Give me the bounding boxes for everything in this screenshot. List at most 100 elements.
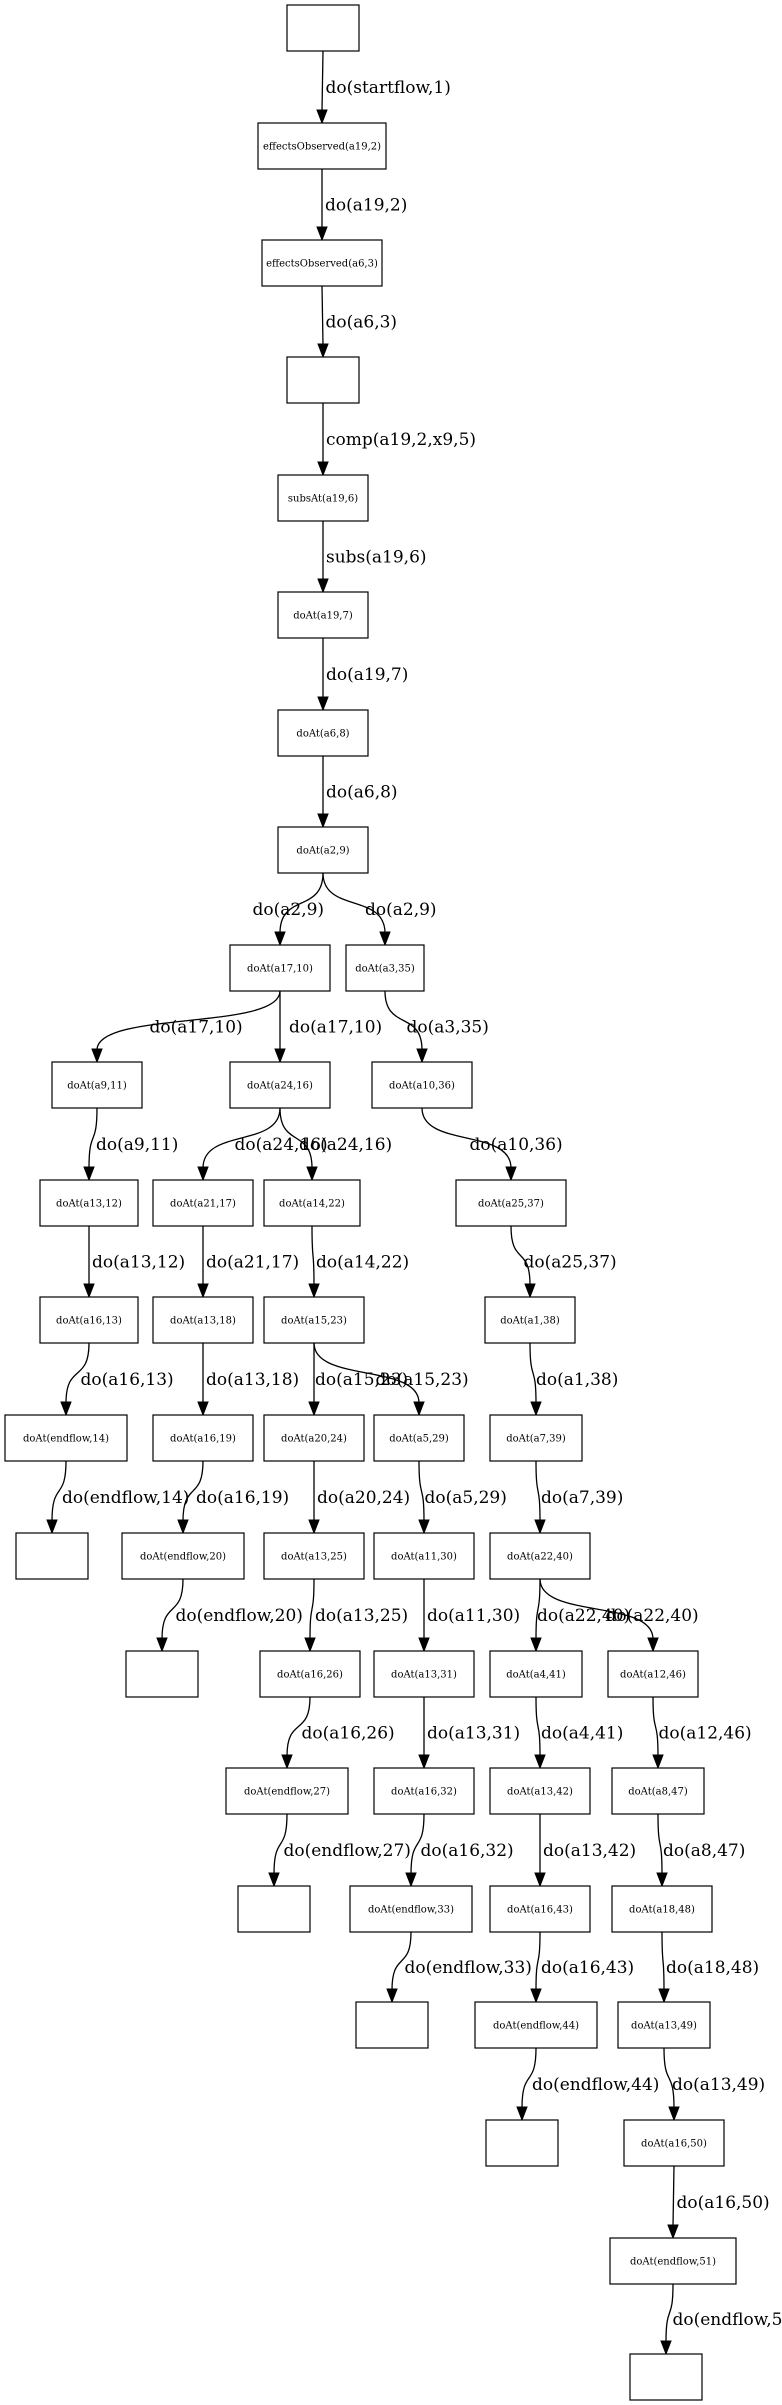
state-node: doAt(a15,23) <box>263 1296 365 1344</box>
node-box <box>263 1414 365 1462</box>
arrowhead-icon <box>274 1048 286 1064</box>
node-label: doAt(endflow,27) <box>244 1787 330 1798</box>
empty-state-node <box>15 1532 89 1580</box>
edge-n13-n17: do(a13,12) <box>83 1226 185 1299</box>
edge-n6-n7: do(a6,8) <box>317 756 398 829</box>
node-label: doAt(a15,23) <box>281 1316 347 1327</box>
state-node: doAt(a2,9) <box>277 826 369 874</box>
edge-label: do(a16,43) <box>541 1958 634 1978</box>
arrowhead-icon <box>667 2224 679 2240</box>
state-node: doAt(a22,40) <box>489 1532 591 1580</box>
edge-label: do(a13,31) <box>427 1724 520 1744</box>
edge-n36-n40: do(endflow,27) <box>268 1813 411 1888</box>
arrowhead-icon <box>46 1519 58 1535</box>
node-box <box>611 1885 713 1933</box>
edge-label: do(a11,30) <box>427 1606 520 1626</box>
state-node: doAt(a18,48) <box>611 1885 713 1933</box>
arrowhead-icon <box>534 1872 546 1888</box>
edge-line <box>661 1931 665 1991</box>
arrowhead-icon <box>281 1754 293 1770</box>
node-box <box>617 2001 711 2049</box>
edge-n5-n6: do(a19,7) <box>317 638 408 712</box>
edge-line <box>539 1578 654 1640</box>
edge-label: do(a3,35) <box>407 1018 489 1038</box>
arrowhead-icon <box>316 109 328 125</box>
edge-line <box>672 2165 675 2227</box>
node-box <box>277 474 369 522</box>
node-label: doAt(a10,36) <box>389 1081 455 1092</box>
arrowhead-icon <box>524 1283 536 1299</box>
node-box <box>51 1061 143 1109</box>
edge-line <box>279 872 324 934</box>
arrowhead-icon <box>268 1872 280 1888</box>
edge-line <box>279 1107 313 1169</box>
edge-label: do(endflow,14) <box>62 1488 189 1508</box>
edge-line <box>510 1225 531 1286</box>
node-label: doAt(a13,25) <box>281 1552 347 1563</box>
edge-line <box>418 1460 425 1522</box>
node-box <box>371 1061 473 1109</box>
state-node: doAt(endflow,44) <box>474 2001 598 2049</box>
edge-label: do(a8,47) <box>663 1841 745 1861</box>
arrowhead-icon <box>177 1519 189 1535</box>
edge-label: do(endflow,27) <box>284 1841 411 1861</box>
node-label: doAt(a3,35) <box>355 964 415 975</box>
edge-label: do(startflow,1) <box>326 78 451 98</box>
edge-n34-n38: do(a4,41) <box>534 1696 623 1770</box>
state-node: subsAt(a19,6) <box>277 474 369 522</box>
arrowhead-icon <box>647 1637 659 1653</box>
edge-n14-n18: do(a21,17) <box>197 1226 299 1299</box>
state-node: doAt(a1,38) <box>484 1296 576 1344</box>
state-node: doAt(endflow,33) <box>349 1885 473 1933</box>
edge-label: do(a4,41) <box>541 1724 623 1744</box>
node-label: doAt(a16,43) <box>507 1905 573 1916</box>
edge-line <box>65 1342 90 1404</box>
edge-n7-n8: do(a2,9) <box>253 872 324 947</box>
arrowhead-icon <box>197 1166 209 1182</box>
node-label: doAt(a4,41) <box>506 1670 566 1681</box>
arrowhead-icon <box>668 2106 680 2122</box>
node-label: doAt(a22,40) <box>507 1552 573 1563</box>
node-box <box>607 1650 699 1698</box>
edge-n17-n21: do(a16,13) <box>60 1342 174 1417</box>
node-box <box>373 1650 475 1698</box>
edge-line <box>51 1460 67 1522</box>
state-node: doAt(a21,17) <box>152 1179 254 1227</box>
node-label: doAt(a25,37) <box>478 1199 544 1210</box>
edge-line <box>384 990 423 1051</box>
edge-n49-n50: do(endflow,51) <box>660 2283 782 2356</box>
edge-line <box>535 1696 541 1757</box>
edge-label: do(a21,17) <box>206 1253 299 1273</box>
arrowhead-icon <box>317 461 329 477</box>
nodes: effectsObserved(a19,2)effectsObserved(a6… <box>4 4 737 2401</box>
edge-n12-n16: do(a10,36) <box>421 1107 563 1182</box>
edge-n29-n33: do(a11,30) <box>418 1579 520 1653</box>
arrowhead-icon <box>413 1401 425 1417</box>
node-box <box>229 944 331 992</box>
arrowhead-icon <box>156 1637 168 1653</box>
edge-label: do(a22,40) <box>606 1606 699 1626</box>
node-box <box>152 1414 254 1462</box>
edge-label: do(a6,3) <box>326 313 398 333</box>
edge-label: do(a1,38) <box>536 1370 618 1390</box>
node-box <box>623 2119 725 2167</box>
edge-line <box>521 2047 537 2109</box>
state-node: doAt(endflow,20) <box>121 1532 245 1580</box>
edge-label: do(a12,46) <box>659 1724 752 1744</box>
node-box <box>152 1179 254 1227</box>
node-box <box>4 1414 128 1462</box>
node-box <box>286 356 360 404</box>
state-node: doAt(endflow,27) <box>225 1767 349 1815</box>
node-box <box>489 1650 583 1698</box>
edge-line <box>665 2283 674 2343</box>
arrowhead-icon <box>534 1519 546 1535</box>
edge-label: do(endflow,51) <box>673 2310 782 2330</box>
edge-n0-n1: do(startflow,1) <box>316 50 451 125</box>
node-label: effectsObserved(a19,2) <box>263 142 381 153</box>
node-label: doAt(a1,38) <box>500 1316 560 1327</box>
node-box <box>121 1532 245 1580</box>
node-label: doAt(a20,24) <box>281 1434 347 1445</box>
edge-line <box>391 1931 412 1991</box>
state-node: doAt(a11,30) <box>373 1532 475 1580</box>
arrowhead-icon <box>308 1401 320 1417</box>
